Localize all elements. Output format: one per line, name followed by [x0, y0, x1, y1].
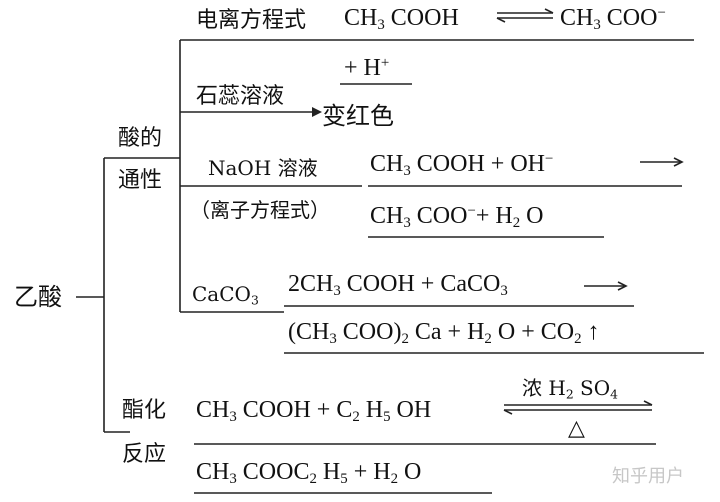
- naoh-equation-line1: CH3 COOH + OH−: [370, 150, 554, 180]
- litmus-label: 石蕊溶液: [196, 84, 285, 109]
- caco3-arrow-head: [617, 281, 628, 291]
- caco3-equation-line2: (CH3 COO)2 Ca + H2 O + CO2 ↑: [288, 319, 600, 348]
- ionization-equation-right: CH3 COO−: [560, 4, 666, 34]
- caco3-equation-line1: 2CH3 COOH + CaCO3: [288, 271, 508, 300]
- ionization-equation-line2: + H+: [344, 54, 390, 81]
- naoh-arrow-head: [673, 157, 684, 167]
- naoh-label: NaOH 溶液: [208, 156, 318, 180]
- ionization-equation-left: CH3 COOH: [344, 5, 459, 34]
- litmus-arrow-head: [312, 107, 322, 117]
- naoh-equation-line2: CH3 COO−+ H2 O: [370, 202, 544, 232]
- caco3-label: CaCO3: [192, 282, 259, 308]
- watermark: 知乎用户: [612, 466, 684, 487]
- reversible-arrow-head-top: [544, 8, 554, 14]
- naoh-sublabel: （离子方程式）: [190, 198, 330, 222]
- heat-symbol: △: [568, 416, 585, 441]
- reversible-arrow-head-bottom: [496, 17, 506, 23]
- ester-equation-line1: CH3 COOH + C2 H5 OH: [196, 397, 432, 426]
- root-label: 乙酸: [14, 283, 62, 311]
- ester-catalyst: 浓 H2 SO4: [522, 376, 619, 402]
- ester-branch-label-line2: 反应: [122, 442, 167, 467]
- ester-equation-line2: CH3 COOC2 H5 + H2 O: [196, 459, 422, 488]
- acid-branch-label-line2: 通性: [118, 168, 163, 193]
- ionization-label: 电离方程式: [196, 8, 307, 33]
- ester-arrow-head-bottom: [503, 409, 513, 415]
- ester-branch-label-line1: 酯化: [122, 398, 167, 423]
- acid-branch-label-line1: 酸的: [118, 126, 163, 151]
- litmus-result: 变红色: [322, 102, 394, 130]
- ester-arrow-head-top: [643, 400, 653, 406]
